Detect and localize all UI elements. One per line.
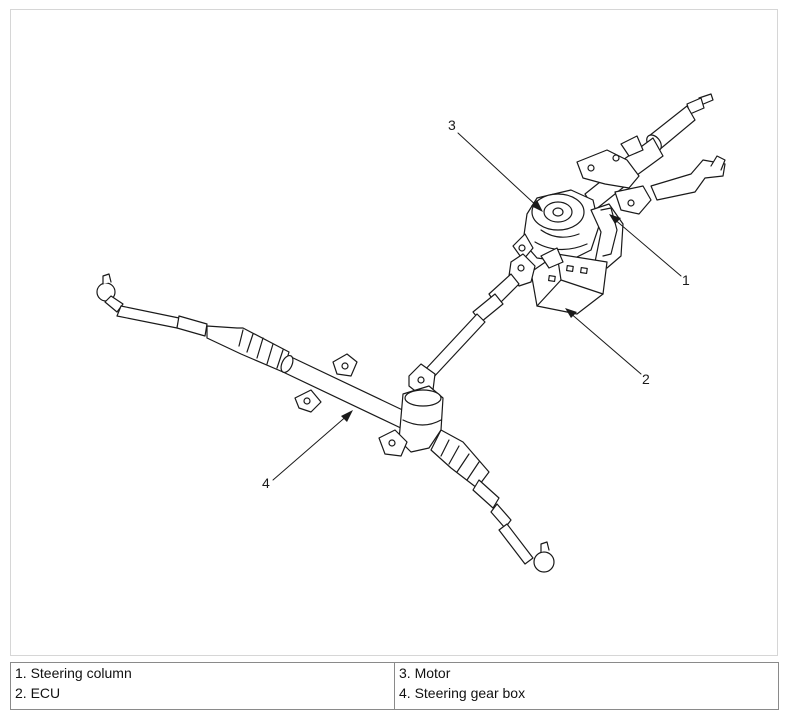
legend-item-steering-column: 1. Steering column (15, 665, 132, 681)
callout-2: 2 (642, 371, 650, 387)
ecu-drawing (508, 247, 608, 315)
intermediate-shaft-drawing (408, 273, 520, 395)
steering-system-diagram: 3 1 2 4 (96, 93, 726, 573)
steering-column-drawing (576, 93, 726, 215)
steering-gear-box-drawing (96, 273, 555, 573)
legend-item-motor: 3. Motor (399, 665, 451, 681)
callout-1: 1 (682, 272, 690, 288)
legend-table: 1. Steering column 2. ECU 3. Motor 4. St… (10, 662, 779, 710)
legend-item-steering-gear-box: 4. Steering gear box (399, 685, 526, 701)
callouts: 3 1 2 4 (262, 117, 690, 491)
legend-cell-left: 1. Steering column 2. ECU (10, 662, 395, 710)
legend-cell-right: 3. Motor 4. Steering gear box (394, 662, 779, 710)
motor-drawing (512, 189, 624, 269)
callout-4: 4 (262, 475, 270, 491)
figure-frame: 3 1 2 4 (10, 9, 778, 656)
callout-3: 3 (448, 117, 456, 133)
legend-row: 1. Steering column 2. ECU 3. Motor 4. St… (10, 662, 779, 710)
legend-item-ecu: 2. ECU (15, 685, 61, 701)
